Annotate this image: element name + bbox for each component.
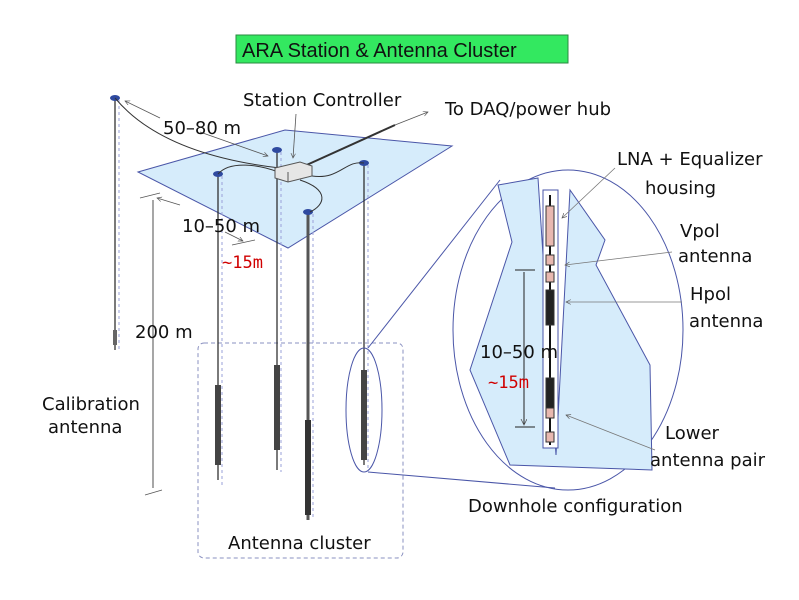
daq-label: To DAQ/power hub [444,99,611,120]
lower-pair-label-line1: Lower [665,423,720,444]
downhole-approx-15m-note: ~15m [488,373,529,393]
antenna-cluster-box [197,342,404,559]
distance-50-80-label: 50–80 m [163,118,241,139]
hpol-label-line1: Hpol [690,284,731,305]
cables [114,97,396,213]
downhole-configuration-label: Downhole configuration [468,496,683,517]
lna-label-line2: housing [645,178,716,199]
station-controller-label: Station Controller [243,90,402,111]
lna-label-line1: LNA + Equalizer [617,149,763,170]
lower-pair-label-line2: antenna pair [650,450,766,471]
distance-10-50-label: 10–50 m [182,216,260,237]
leader-lines [125,101,428,496]
surface-plane [136,129,454,249]
calibration-label-line1: Calibration [42,394,140,415]
antenna-cluster-label: Antenna cluster [228,533,371,554]
borehole-tops [110,95,369,215]
zoom-source-ellipse [345,347,383,473]
calibration-label-line2: antenna [48,417,122,438]
diagram-title: ARA Station & Antenna Cluster [242,40,517,62]
downhole-distance-label: 10–50 m [480,342,558,363]
title-banner: ARA Station & Antenna Cluster [235,34,569,64]
antenna-strings [113,98,369,520]
downhole-detail [452,169,684,491]
depth-200m-label: 200 m [135,322,193,343]
vpol-label-line1: Vpol [680,221,720,242]
vpol-label-line2: antenna [678,246,752,267]
downhole-leaders [562,167,682,451]
approx-15m-note: ~15m [222,253,263,273]
station-controller-box [274,161,313,183]
hpol-label-line2: antenna [689,311,763,332]
